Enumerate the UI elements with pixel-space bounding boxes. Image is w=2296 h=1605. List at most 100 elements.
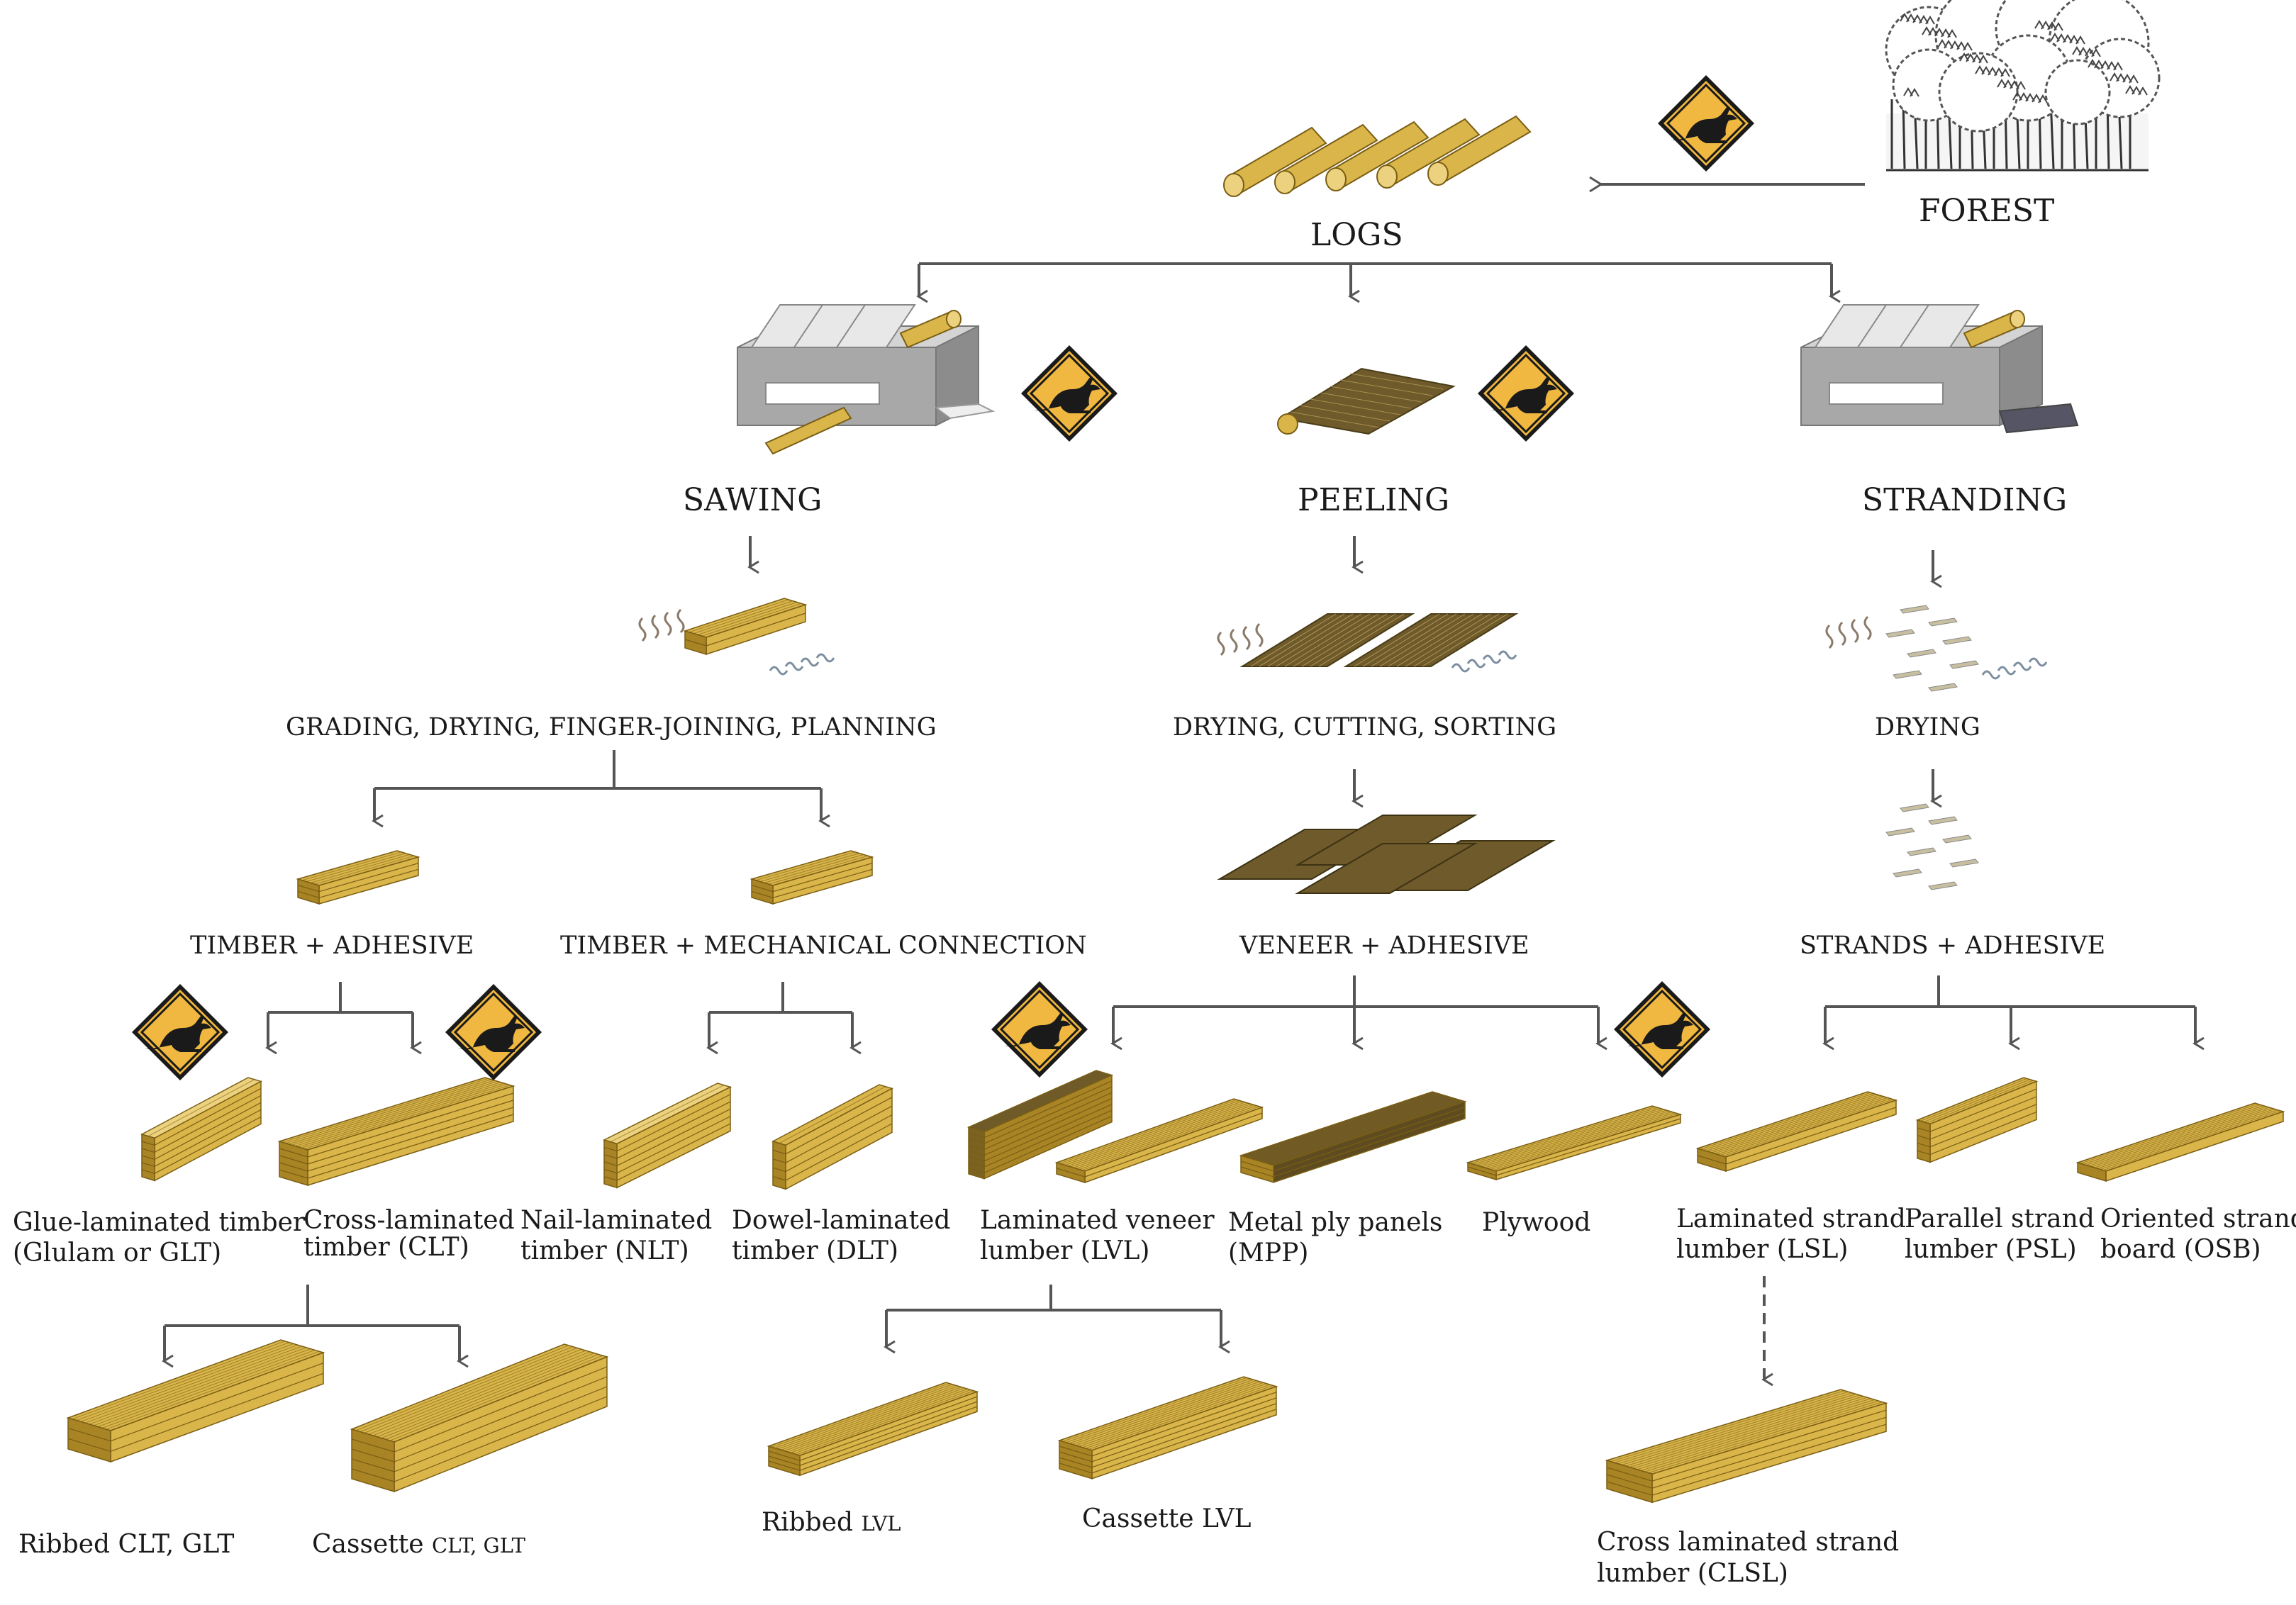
process-stranding-label: STRANDING: [1862, 482, 2068, 518]
product-glt-line2: (Glulam or GLT): [13, 1238, 222, 1268]
illustrations: [66, 0, 2285, 1504]
stranding-offcuts-icon: [1981, 657, 2048, 680]
mpp-image: [1239, 1091, 1467, 1183]
connector-arrows: [162, 176, 2205, 1387]
product-mpp-line2: (MPP): [1228, 1238, 1309, 1268]
derived-ribbed-lvl-label: Ribbed LVL: [762, 1507, 901, 1538]
product-dlt-label: Dowel-laminated timber (DLT): [732, 1205, 950, 1266]
forest-image: [1885, 0, 2161, 172]
forest-label: FOREST: [1919, 193, 2055, 229]
product-lvl-label: Laminated veneer lumber (LVL): [980, 1205, 1215, 1266]
warning-signs: [132, 75, 1754, 1080]
psl-image: [1915, 1077, 2039, 1163]
sawing-offcuts-icon: [769, 653, 835, 676]
product-glt-line1: Glue-laminated timber: [13, 1208, 306, 1237]
dried-strands-image: [1885, 803, 1979, 890]
lvl-image: [966, 1070, 1114, 1180]
product-clt-line1: Cross-laminated: [303, 1206, 515, 1235]
sawn-board-image: [683, 598, 808, 656]
logs-branch-arrow: [916, 262, 1841, 303]
strands-branch-arrow: [1822, 975, 2205, 1051]
step-stranding-label: DRYING: [1875, 713, 1980, 742]
osb-image: [2075, 1102, 2285, 1182]
ribbed-clt-glt-image: [66, 1339, 325, 1463]
product-plywood-label: Plywood: [1482, 1207, 1590, 1238]
logs-image: [1223, 115, 1532, 197]
input-timber-adhesive-label: TIMBER + ADHESIVE: [190, 932, 474, 960]
peeling-shavings-icon: [1217, 622, 1264, 656]
derived-ribbed-lvl-prefix: Ribbed: [762, 1508, 854, 1537]
peeling-offcuts-icon: [1451, 650, 1517, 673]
kangaroo-sign-sawing-icon: [1021, 345, 1118, 442]
product-nlt-label: Nail-laminated timber (NLT): [520, 1205, 712, 1266]
product-lvl-line2: lumber (LVL): [980, 1236, 1150, 1266]
mechanical-branch-arrow: [706, 982, 862, 1055]
product-lsl-label: Laminated strand lumber (LSL): [1676, 1204, 1906, 1265]
timber-board-mechanical-image: [749, 850, 874, 905]
step-peeling-label: DRYING, CUTTING, SORTING: [1173, 713, 1557, 742]
derived-clsl-line1: Cross laminated strand: [1597, 1528, 1900, 1557]
glt-image: [140, 1077, 262, 1182]
lvl-derived-branch-arrow: [884, 1285, 1230, 1354]
derived-cassette-clt-glt-label: Cassette CLT, GLT: [312, 1529, 525, 1560]
product-dlt-line2: timber (DLT): [732, 1236, 899, 1266]
kangaroo-sign-peeling-icon: [1478, 345, 1574, 442]
veneer-branch-arrow: [1110, 975, 1607, 1051]
logs-label: LOGS: [1310, 217, 1403, 253]
product-psl-line1: Parallel strand: [1905, 1204, 2095, 1234]
veneer-sheets-image: [1239, 613, 1519, 667]
clsl-image: [1605, 1389, 1888, 1504]
plywood-image: [1466, 1105, 1683, 1181]
kangaroo-sign-plywood-icon: [1614, 981, 1710, 1078]
product-dlt-line1: Dowel-laminated: [732, 1206, 951, 1235]
lsl-image: [1695, 1091, 1898, 1173]
kangaroo-sign-clt-icon: [445, 984, 542, 1080]
product-nlt-line1: Nail-laminated: [520, 1206, 713, 1235]
sawing-machine-image: [737, 304, 996, 455]
input-strands-adhesive-label: STRANDS + ADHESIVE: [1800, 932, 2106, 960]
peeling-veneer-image: [1277, 367, 1456, 435]
stacked-veneers-image: [1217, 815, 1556, 894]
timber-board-adhesive-image: [296, 850, 420, 905]
product-psl-label: Parallel strand lumber (PSL): [1905, 1204, 2095, 1265]
lvl-sheet-image: [1054, 1098, 1264, 1184]
kangaroo-sign-glt-icon: [132, 984, 228, 1080]
kangaroo-sign-lvl-icon: [991, 981, 1088, 1078]
product-clt-label: Cross-laminated timber (CLT): [303, 1207, 515, 1261]
product-osb-line1: Oriented strand: [2100, 1204, 2296, 1234]
wood-strands-image: [1885, 605, 1979, 692]
clt-image: [277, 1077, 516, 1187]
input-timber-mechanical-label: TIMBER + MECHANICAL CONNECTION: [560, 932, 1087, 960]
derived-cassette-prefix: Cassette: [312, 1530, 424, 1559]
derived-clsl-label: Cross laminated strand lumber (CLSL): [1597, 1527, 1899, 1589]
clt-derived-branch-arrow: [162, 1285, 469, 1368]
timber-adhesive-branch-arrow: [265, 982, 422, 1055]
kangaroo-sign-forest-icon: [1658, 75, 1754, 172]
derived-ribbed-lvl-suffix: LVL: [861, 1511, 901, 1536]
product-glt-label: Glue-laminated timber (Glulam or GLT): [13, 1207, 305, 1268]
product-osb-label: Oriented strand board (OSB): [2100, 1204, 2296, 1265]
product-osb-line2: board (OSB): [2100, 1235, 2261, 1265]
dlt-image: [771, 1084, 893, 1190]
product-clt-line2: timber (CLT): [303, 1232, 469, 1262]
derived-cassette-suffix: CLT, GLT: [431, 1533, 525, 1558]
product-psl-line2: lumber (PSL): [1905, 1235, 2077, 1265]
product-nlt-line2: timber (NLT): [520, 1236, 689, 1266]
derived-cassette-lvl-label: Cassette LVL: [1082, 1504, 1252, 1533]
step-sawing-label: GRADING, DRYING, FINGER-JOINING, PLANNIN…: [286, 713, 937, 742]
product-mpp-line1: Metal ply panels: [1228, 1208, 1443, 1237]
sawing-shavings-icon: [638, 608, 685, 642]
cassette-clt-glt-image: [350, 1343, 609, 1493]
product-lvl-line1: Laminated veneer: [980, 1206, 1215, 1235]
process-peeling-label: PEELING: [1298, 482, 1450, 518]
product-lsl-line2: lumber (LSL): [1676, 1235, 1849, 1265]
product-lsl-line1: Laminated strand: [1676, 1204, 1906, 1234]
ribbed-lvl-image: [767, 1382, 979, 1477]
derived-clsl-line2: lumber (CLSL): [1597, 1558, 1788, 1588]
stranding-shavings-icon: [1825, 615, 1872, 649]
stranding-machine-image: [1800, 304, 2079, 434]
product-mpp-label: Metal ply panels (MPP): [1228, 1207, 1442, 1268]
process-sawing-label: SAWING: [683, 482, 823, 518]
cassette-lvl-image: [1057, 1376, 1278, 1480]
